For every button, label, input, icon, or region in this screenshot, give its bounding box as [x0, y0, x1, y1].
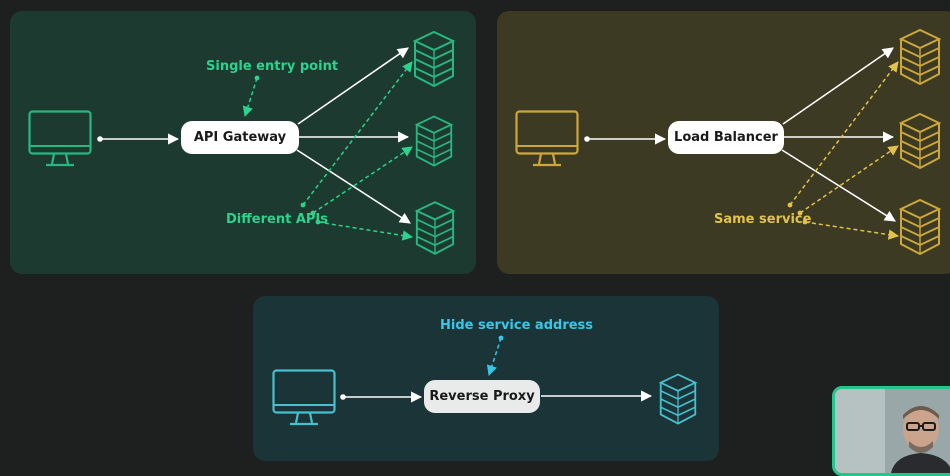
- client-monitor-icon: [28, 110, 92, 167]
- hide-service-address-note: Hide service address: [440, 318, 594, 333]
- load-balancer-label: Load Balancer: [674, 130, 778, 145]
- gateway-to-server-3-arrow: [296, 149, 411, 224]
- reverse-proxy-panel: [253, 296, 719, 461]
- lb-servers: [900, 29, 940, 255]
- server-stack-icon: [415, 201, 455, 255]
- same-service-callouts: [787, 61, 900, 240]
- server-stack-icon: [900, 199, 940, 255]
- server-stack-icon: [659, 373, 697, 425]
- load-balancer-section: [515, 29, 940, 255]
- reverse-proxy-section: [272, 335, 697, 426]
- single-entry-point-note: Single entry point: [206, 59, 339, 74]
- api-gateway-label: API Gateway: [193, 130, 287, 145]
- lb-to-server-1-arrow: [782, 47, 894, 125]
- different-apis-note: Different APIs: [226, 212, 328, 227]
- server-stack-icon: [900, 29, 940, 85]
- entry-point-callout: [242, 75, 260, 118]
- server-stack-icon: [900, 113, 940, 169]
- server-stack-icon: [415, 115, 453, 167]
- client-monitor-icon: [515, 110, 579, 167]
- presenter-avatar-icon: [835, 389, 950, 473]
- client-to-proxy-arrow: [340, 391, 423, 403]
- load-balancer-box: Load Balancer: [668, 121, 784, 154]
- server-stack-icon: [414, 31, 454, 87]
- hide-address-callout: [486, 335, 504, 376]
- gateway-servers: [414, 31, 455, 255]
- client-monitor-icon: [272, 369, 336, 426]
- gateway-section: [28, 31, 455, 255]
- gateway-to-server-1-arrow: [297, 47, 409, 125]
- reverse-proxy-label: Reverse Proxy: [429, 389, 535, 404]
- different-apis-callouts: [300, 61, 414, 241]
- client-to-lb-arrow: [584, 133, 667, 145]
- reverse-proxy-box: Reverse Proxy: [424, 380, 540, 413]
- api-gateway-box: API Gateway: [181, 121, 299, 154]
- lb-to-server-3-arrow: [781, 149, 896, 222]
- client-to-gateway-arrow: [97, 133, 180, 145]
- diagram-canvas: [28, 29, 940, 426]
- presenter-webcam: [832, 386, 950, 476]
- same-service-note: Same service: [714, 212, 812, 227]
